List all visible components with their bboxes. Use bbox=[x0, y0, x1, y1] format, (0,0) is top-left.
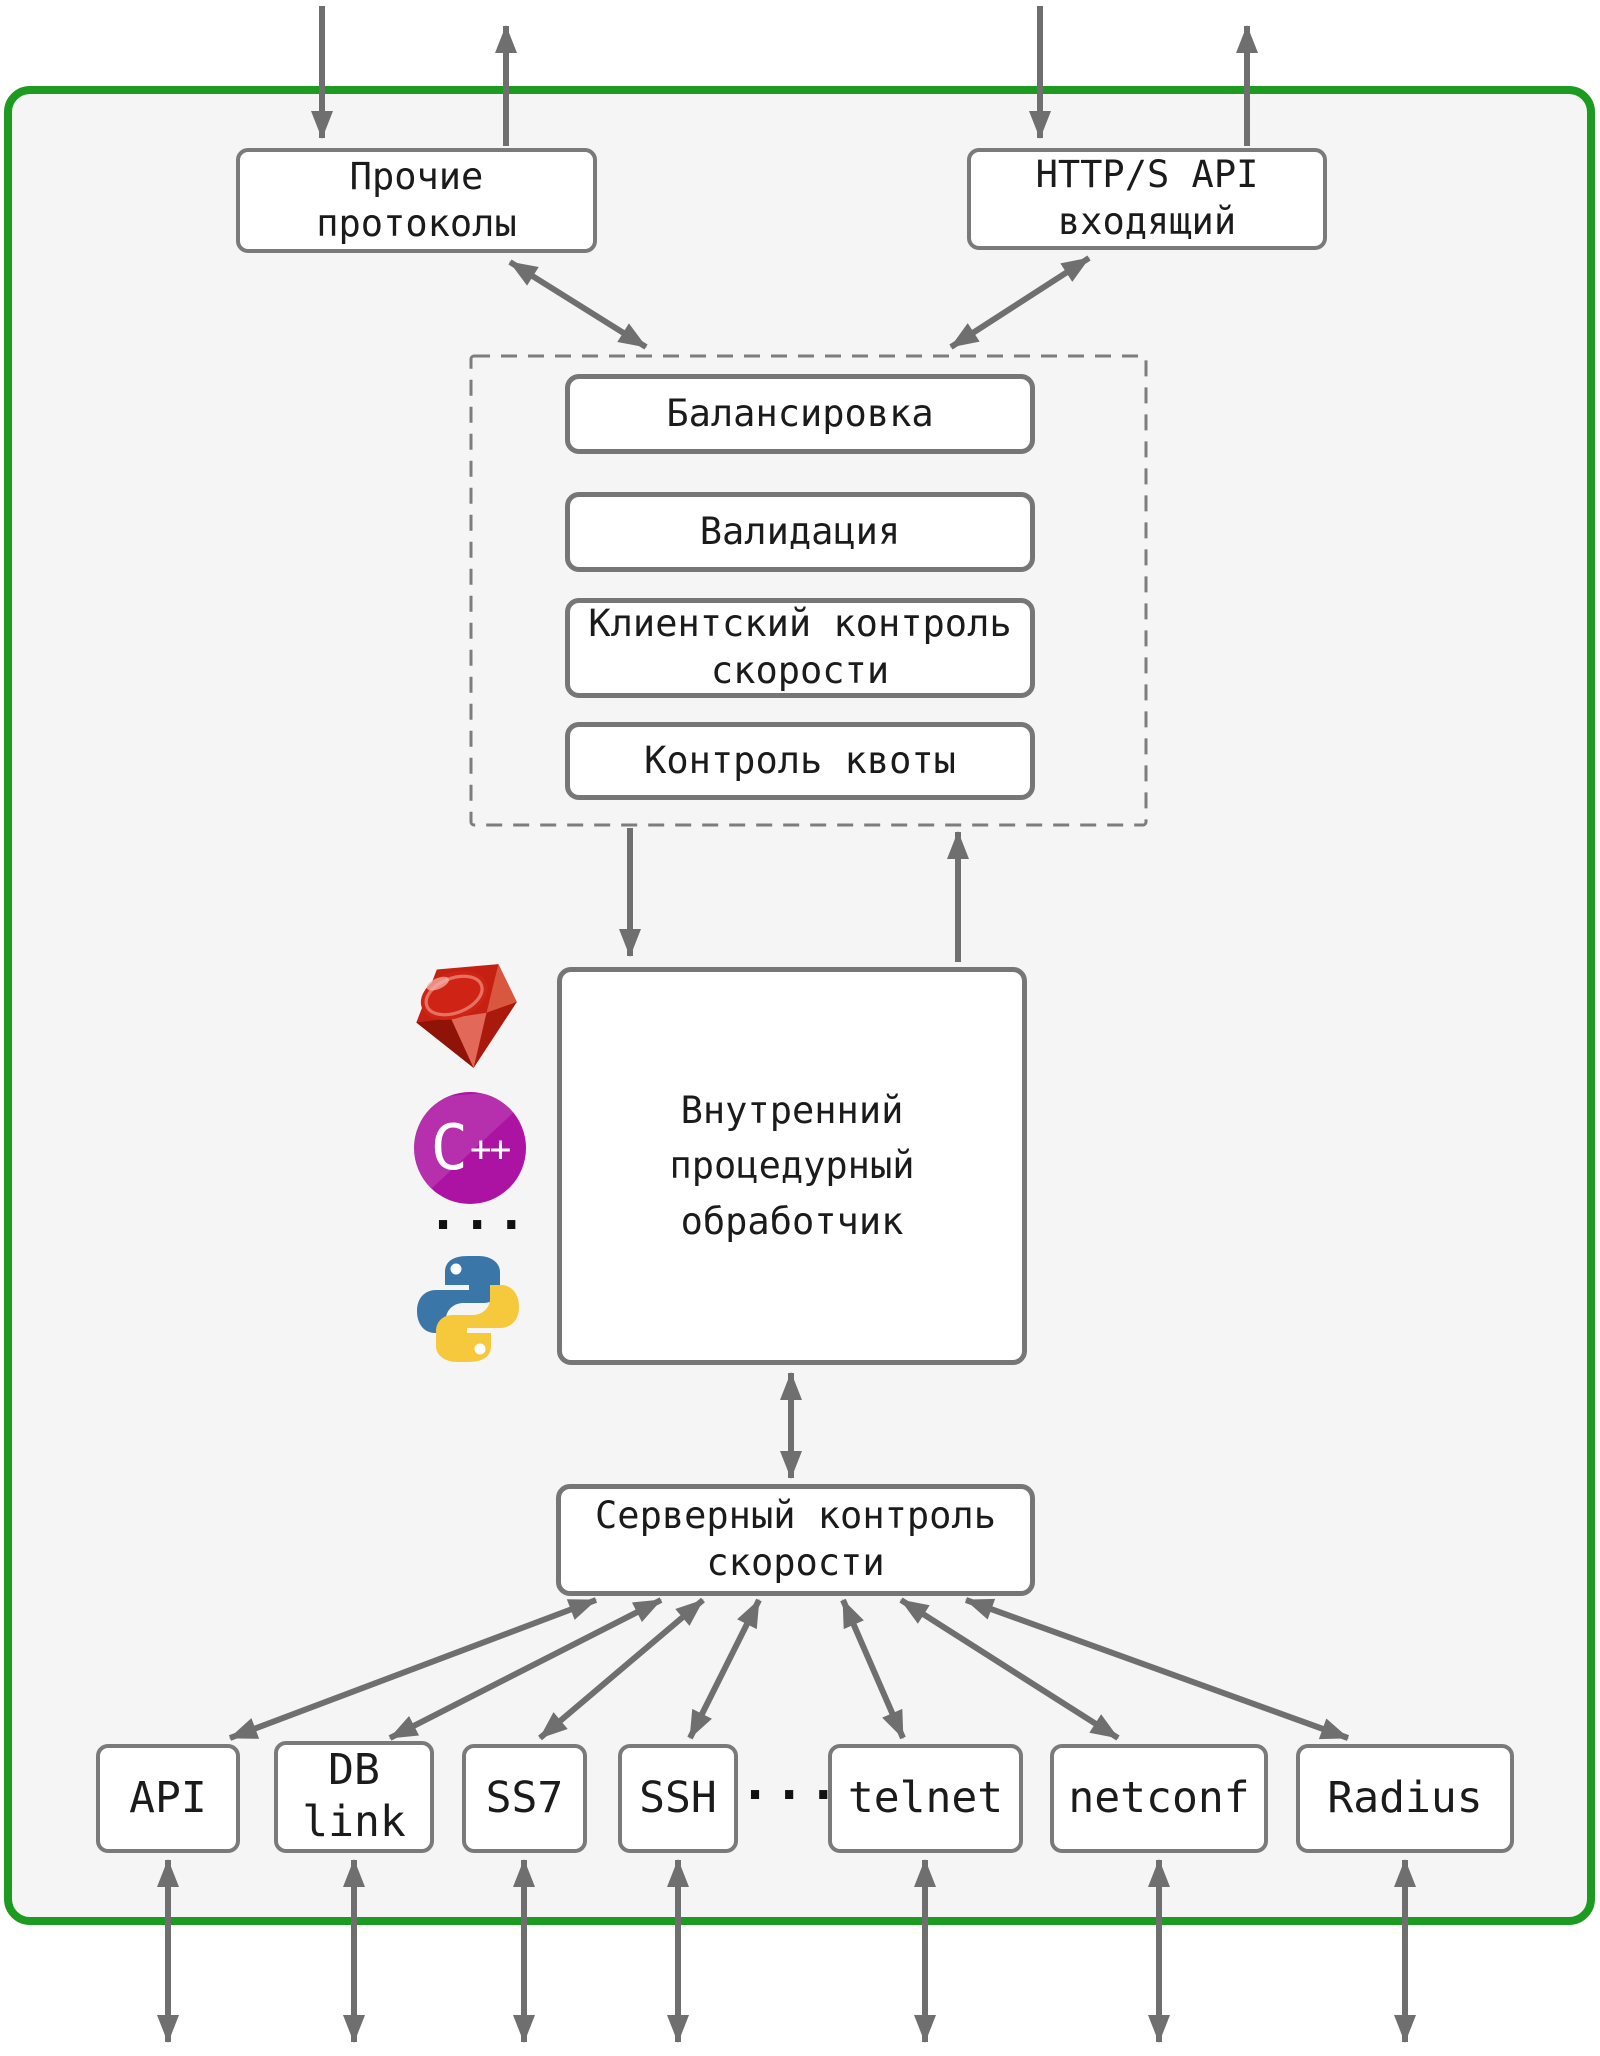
box-label-line: API bbox=[129, 1773, 207, 1824]
box-label-line: SSH bbox=[639, 1773, 717, 1824]
box-label-line: Внутренний bbox=[680, 1088, 904, 1132]
arrow-server-telnet bbox=[840, 1598, 906, 1740]
box-api: API bbox=[96, 1744, 240, 1853]
box-label-line: Валидация bbox=[699, 509, 901, 553]
box-label-line: обработчик bbox=[680, 1199, 904, 1243]
arrow-other-protocols-pipeline bbox=[508, 259, 648, 350]
box-netconf: netconf bbox=[1050, 1744, 1268, 1853]
cpp-letter: C bbox=[430, 1111, 468, 1184]
connector-arrows bbox=[157, 6, 1416, 2043]
cpp-plusplus: ++ bbox=[469, 1129, 511, 1170]
ingress-pipeline-group-border bbox=[469, 354, 1148, 827]
box-core-handler: Внутренний процедурный обработчик bbox=[557, 967, 1027, 1365]
ruby-icon bbox=[416, 964, 517, 1068]
box-radius: Radius bbox=[1296, 1744, 1514, 1853]
box-balancing: Балансировка bbox=[565, 374, 1035, 454]
box-label-line: скорости bbox=[710, 649, 890, 692]
cpp-icon bbox=[414, 1092, 526, 1204]
arrow-server-ss7 bbox=[538, 1597, 705, 1741]
box-label-line: протоколы bbox=[316, 201, 517, 245]
box-label-line: netconf bbox=[1068, 1773, 1250, 1824]
box-label-line: Клиентский контроль bbox=[588, 602, 1012, 646]
box-label-line: link bbox=[302, 1797, 406, 1847]
box-label-line: входящий bbox=[1057, 200, 1237, 243]
more-languages-ellipsis: ... bbox=[428, 1183, 531, 1241]
box-label-line: процедурный bbox=[669, 1144, 915, 1188]
box-ssh: SSH bbox=[618, 1744, 738, 1853]
box-server-rate-control: Серверный контроль скорости bbox=[556, 1484, 1035, 1596]
arrow-server-radius bbox=[964, 1597, 1350, 1741]
python-icon bbox=[417, 1256, 519, 1362]
box-label-line: Контроль квоты bbox=[644, 738, 956, 782]
arrow-http-api-pipeline bbox=[949, 255, 1091, 350]
arrow-server-ssh bbox=[687, 1598, 762, 1740]
box-label-line: SS7 bbox=[485, 1773, 564, 1824]
box-label-line: Прочие bbox=[349, 154, 484, 198]
box-label-line: DB bbox=[328, 1745, 380, 1796]
box-telnet: telnet bbox=[828, 1744, 1023, 1853]
more-protocols-ellipsis: ... bbox=[740, 1753, 843, 1811]
box-quota-control: Контроль квоты bbox=[565, 722, 1035, 800]
cpp-icon-label: C ++ bbox=[414, 1092, 526, 1204]
box-label-line: Балансировка bbox=[666, 391, 934, 435]
box-label-line: Серверный контроль bbox=[595, 1494, 996, 1538]
box-label-line: скорости bbox=[706, 1541, 885, 1584]
box-validation: Валидация bbox=[565, 492, 1035, 572]
box-label-line: HTTP/S API bbox=[1035, 153, 1259, 197]
box-other-protocols: Прочие протоколы bbox=[236, 148, 597, 253]
box-client-rate-control: Клиентский контроль скорости bbox=[565, 598, 1035, 698]
box-ss7: SS7 bbox=[462, 1744, 587, 1853]
box-label-line: Radius bbox=[1327, 1773, 1483, 1824]
box-db-link: DB link bbox=[274, 1741, 434, 1853]
box-http-api-ingress: HTTP/S API входящий bbox=[967, 148, 1327, 250]
box-label-line: telnet bbox=[847, 1773, 1004, 1824]
